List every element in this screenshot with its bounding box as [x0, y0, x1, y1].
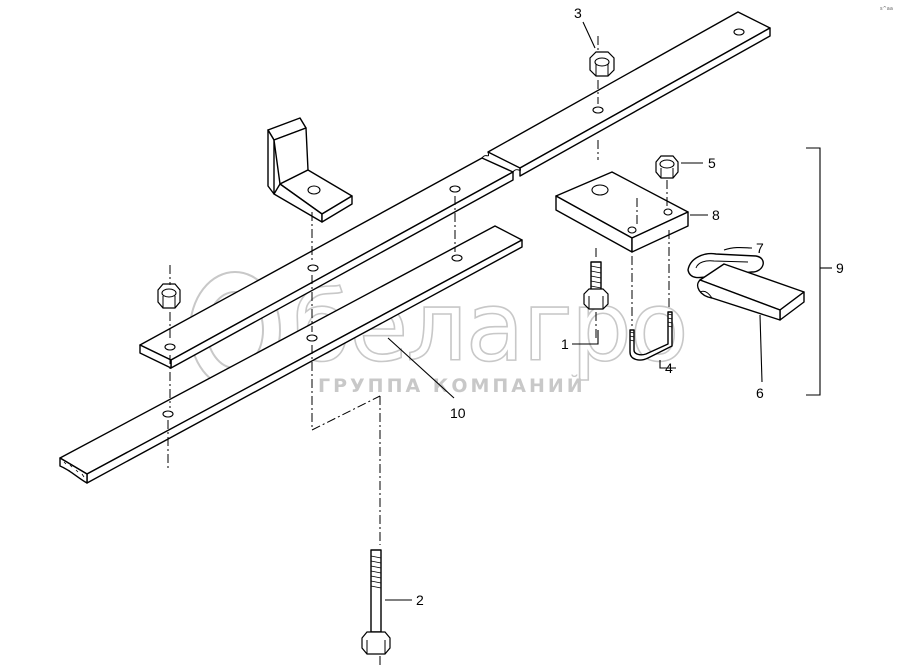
callout-7: 7 — [756, 240, 764, 256]
center-lines — [167, 36, 670, 668]
watermark-tagline: ГРУППА КОМПАНИЙ — [318, 374, 586, 397]
nut-3 — [589, 51, 615, 77]
angle-bracket — [267, 117, 353, 223]
nut-left — [157, 283, 181, 309]
leader-lines — [385, 21, 832, 601]
callouts: 3 5 8 7 9 1 4 6 10 2 — [416, 5, 844, 608]
callout-1: 1 — [561, 336, 569, 352]
plate-8 — [555, 171, 689, 253]
bolt-1 — [583, 261, 609, 310]
strap-6-buckle-7 — [687, 252, 805, 321]
callout-6: 6 — [756, 385, 764, 401]
callout-2: 2 — [416, 592, 424, 608]
callout-8: 8 — [712, 207, 720, 223]
callout-4: 4 — [665, 360, 673, 376]
callout-5: 5 — [708, 155, 716, 171]
callout-10: 10 — [450, 405, 466, 421]
part-10-bottom-rail — [59, 225, 523, 484]
bolt-2 — [361, 549, 391, 655]
callout-3: 3 — [574, 5, 582, 21]
nut-5 — [655, 155, 679, 179]
upper-rail — [139, 11, 771, 369]
corner-mark: s^aa — [880, 6, 893, 12]
u-bolt-4 — [629, 311, 673, 361]
callout-9: 9 — [836, 260, 844, 276]
